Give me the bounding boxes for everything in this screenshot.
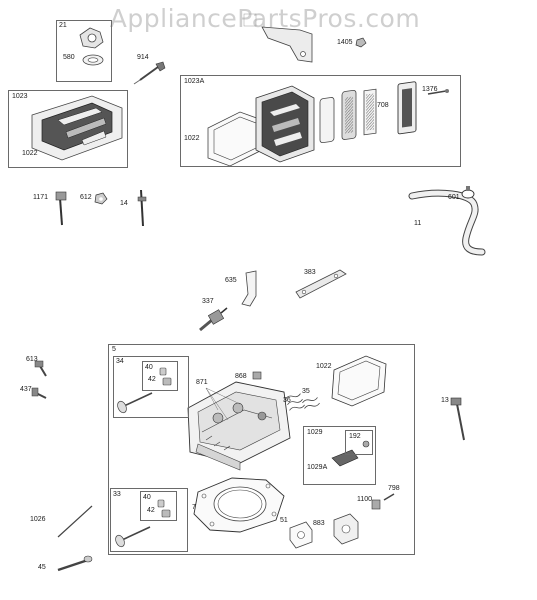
callout-1022-c: 1022	[316, 363, 332, 370]
callout-612: 612	[80, 194, 92, 201]
callout-337: 337	[202, 298, 214, 305]
group-label-1023: 1023	[12, 93, 28, 100]
pushrod-parts	[57, 505, 93, 572]
callout-7: 7	[192, 504, 196, 511]
callout-635: 635	[225, 277, 237, 284]
callout-14: 14	[120, 200, 128, 207]
group-label-33: 33	[113, 491, 121, 498]
breather-fitting-part	[79, 27, 104, 66]
breather-hose-part	[408, 186, 486, 256]
group-40a-frame	[142, 361, 178, 391]
middle-parts	[199, 269, 347, 332]
callout-1022-a: 1022	[22, 150, 38, 157]
callout-1100: 1100	[357, 496, 373, 503]
callout-42-b: 42	[147, 507, 155, 514]
group-192-frame	[345, 430, 373, 455]
callout-1405: 1405	[337, 39, 353, 46]
group-label-5: 5	[112, 346, 116, 353]
group-40b-frame	[140, 491, 177, 521]
callout-437: 437	[20, 386, 32, 393]
group-33-frame	[110, 488, 188, 552]
nut-1405-part	[355, 37, 367, 48]
callout-1171: 1171	[33, 194, 49, 201]
callout-871: 871	[196, 379, 208, 386]
callout-708: 708	[377, 102, 389, 109]
callout-11: 11	[414, 220, 422, 227]
group-1023a-frame	[180, 75, 461, 167]
group-label-40a: 40	[145, 364, 153, 371]
valve-cover-1023-part	[31, 95, 123, 161]
callout-51: 51	[280, 517, 288, 524]
callout-383: 383	[304, 269, 316, 276]
cylinder-head-assembly	[115, 355, 395, 549]
group-34-frame	[113, 356, 189, 418]
group-1029-frame	[303, 426, 376, 485]
group-label-34: 34	[116, 358, 124, 365]
callout-613: 613	[26, 356, 38, 363]
group-label-21: 21	[59, 22, 67, 29]
callout-1376: 1376	[422, 86, 438, 93]
bolt-914-part	[133, 61, 166, 85]
valve-cover-1023a-assembly	[207, 81, 449, 167]
callout-883: 883	[313, 520, 325, 527]
callout-601: 601	[448, 194, 460, 201]
callout-36: 36	[283, 397, 291, 404]
bolt-13-part	[450, 397, 465, 441]
callout-45: 45	[38, 564, 46, 571]
callout-1022-b: 1022	[184, 135, 200, 142]
group-label-1029: 1029	[307, 429, 323, 436]
group-label-1023a: 1023A	[184, 78, 205, 85]
group-label-40b: 40	[143, 494, 151, 501]
callout-1029a: 1029A	[307, 464, 328, 471]
group-21-frame	[56, 20, 112, 82]
left-small-parts	[31, 360, 47, 399]
group-label-192: 192	[349, 433, 361, 440]
group-5-frame	[108, 344, 415, 555]
stud-parts-row	[55, 189, 147, 227]
callout-35: 35	[302, 388, 310, 395]
callout-1026: 1026	[30, 516, 46, 523]
callout-13: 13	[441, 397, 449, 404]
callout-798: 798	[388, 485, 400, 492]
bracket-part	[243, 13, 313, 63]
callout-914: 914	[137, 54, 149, 61]
group-1023-frame	[8, 90, 128, 168]
callout-868: 868	[235, 373, 247, 380]
callout-42-a: 42	[148, 376, 156, 383]
callout-580: 580	[63, 54, 75, 61]
